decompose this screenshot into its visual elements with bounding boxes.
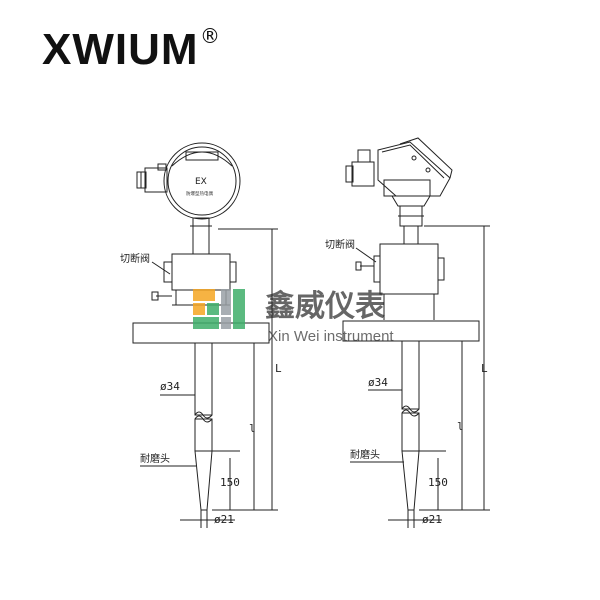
left-instrument: EX 防爆型热电偶 切断阀	[120, 142, 282, 528]
left-head-small-text: 防爆型热电偶	[186, 190, 213, 197]
left-dia-top: ø34	[160, 380, 180, 393]
right-instrument: 切断阀 ø34 耐磨头 L	[325, 137, 490, 528]
right-stem	[401, 340, 420, 410]
left-cable-gland	[136, 163, 168, 193]
left-valve-label: 切断阀	[120, 252, 150, 265]
left-tip-label: 耐磨头	[140, 452, 170, 465]
right-dim-L: L	[481, 362, 488, 375]
left-head-label: EX	[195, 177, 207, 187]
right-cable-gland	[345, 149, 375, 187]
right-shutoff-valve	[355, 243, 445, 320]
registered-mark: ®	[200, 24, 220, 48]
watermark-title: 鑫威仪表	[265, 289, 385, 324]
right-dimensions: ø34 耐磨头 L l 150 ø21	[350, 225, 490, 526]
left-stem	[194, 342, 213, 416]
right-dia-bottom: ø21	[422, 513, 442, 526]
right-tip-label: 耐磨头	[350, 448, 380, 461]
left-dimensions: ø34 耐磨头 L l 150 ø21	[140, 228, 282, 526]
right-dim-150: 150	[428, 476, 448, 489]
right-dim-l: l	[457, 420, 464, 433]
right-dia-top: ø34	[368, 376, 388, 389]
left-dim-l: l	[249, 422, 256, 435]
watermark-subtitle: Xin Wei instrument	[268, 328, 394, 345]
company-watermark: 鑫威仪表 Xin Wei instrument	[193, 289, 394, 345]
brand-logo: XWIUM	[42, 25, 199, 74]
left-dim-L: L	[275, 362, 282, 375]
right-junction-head	[377, 137, 453, 207]
left-dia-bottom: ø21	[214, 513, 234, 526]
right-wear-tip	[401, 450, 420, 511]
left-wear-tip	[194, 450, 213, 511]
right-valve-label: 切断阀	[325, 238, 355, 251]
left-dim-150: 150	[220, 476, 240, 489]
watermark-logo-icon	[193, 289, 245, 329]
left-explosion-proof-head: EX 防爆型热电偶	[163, 142, 241, 220]
